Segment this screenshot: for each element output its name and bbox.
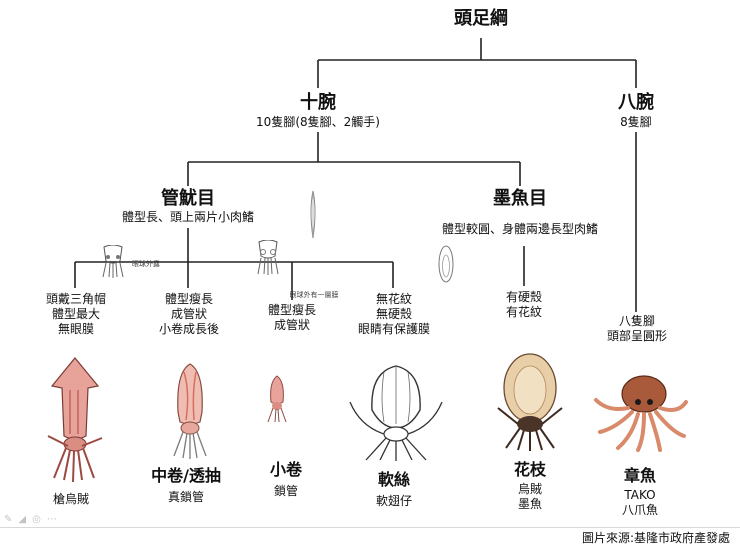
group-2-desc-line: 成管狀 xyxy=(170,307,207,321)
cuttlebone-sketch xyxy=(438,245,454,283)
group-2-desc-line: 體型瘦長 xyxy=(164,292,213,306)
group-3-desc: 體型瘦長 成管狀 xyxy=(246,303,338,333)
footer-toolbar: ✎ ◢ ◎ ⋯ xyxy=(4,514,57,525)
eraser-icon[interactable]: ◢ xyxy=(18,514,27,525)
group-4-desc-line: 眼睛有保護膜 xyxy=(357,322,430,336)
squid-head-sketch-1 xyxy=(102,245,124,278)
group-4-desc: 無花紋 無硬殼 眼睛有保護膜 xyxy=(342,292,446,337)
sepiida-desc: 體型較圓、身體兩邊長型肉鰭 xyxy=(441,222,598,236)
tool-icon[interactable]: ◎ xyxy=(32,514,41,525)
group-5-name: 花枝 xyxy=(513,460,546,479)
group-2-desc-line: 小卷成長後 xyxy=(158,322,219,336)
decapods-title: 十腕 xyxy=(300,92,336,113)
group-6-desc: 八隻腳 頭部呈圓形 xyxy=(592,314,682,344)
group-5-desc-line: 有花紋 xyxy=(505,305,542,319)
root-title: 頭足綱 xyxy=(454,8,508,29)
image-source-credit: 圖片來源:基隆市政府產發處 xyxy=(581,531,730,545)
bigfin-squid-illustration xyxy=(349,365,443,461)
group-6-desc-line: 頭部呈圓形 xyxy=(606,329,667,343)
decapods-desc: 10隻腳(8隻腳、2觸手) xyxy=(256,115,380,129)
group-1-desc: 頭戴三角帽 體型最大 無眼膜 xyxy=(28,292,124,337)
teuthida-desc: 體型長、頭上兩片小肉鰭 xyxy=(121,210,254,224)
group-4-desc-line: 無花紋 xyxy=(375,292,412,306)
group-1-desc-line: 頭戴三角帽 xyxy=(45,292,106,306)
group-3-desc-line: 成管狀 xyxy=(273,318,310,332)
group-5-desc: 有硬殼 有花紋 xyxy=(484,290,564,320)
pen-icon[interactable]: ✎ xyxy=(4,514,13,525)
group-4-desc-line: 無硬殼 xyxy=(375,307,412,321)
eye-membrane-note: 眼球外有一層膜 xyxy=(289,291,339,299)
octopods-title: 八腕 xyxy=(618,92,654,113)
group-1-sub: 槍烏賊 xyxy=(52,492,89,506)
sepiida-title: 墨魚目 xyxy=(493,188,547,209)
squid-illustration-small xyxy=(267,375,287,423)
squid-illustration-medium xyxy=(173,363,207,459)
more-icon[interactable]: ⋯ xyxy=(46,514,57,525)
group-6-name: 章魚 xyxy=(623,466,656,485)
eye-naked-note: 眼球外露 xyxy=(132,260,160,268)
group-2-name: 中卷/透抽 xyxy=(151,466,221,485)
group-1-desc-line: 體型最大 xyxy=(51,307,100,321)
group-2-sub: 真鎖管 xyxy=(167,490,204,504)
group-6-desc-line: 八隻腳 xyxy=(618,314,655,328)
octopus-illustration xyxy=(594,375,688,452)
teuthida-title: 管魷目 xyxy=(161,188,215,209)
group-3-sub: 鎖管 xyxy=(273,484,298,498)
octopods-desc: 8隻腳 xyxy=(620,115,652,129)
group-5-desc-line: 有硬殼 xyxy=(505,290,542,304)
group-1-desc-line: 無眼膜 xyxy=(57,322,94,336)
group-2-desc: 體型瘦長 成管狀 小卷成長後 xyxy=(134,292,244,337)
squid-pen-sketch xyxy=(310,190,316,239)
group-3-name: 小卷 xyxy=(269,460,302,479)
group-6-sub: TAKO 八爪魚 xyxy=(621,488,658,517)
group-5-sub: 烏賊 墨魚 xyxy=(517,482,542,511)
squid-illustration-large xyxy=(47,357,103,483)
squid-head-sketch-2 xyxy=(257,240,279,275)
cuttlefish-illustration xyxy=(497,353,563,451)
group-4-sub: 軟翅仔 xyxy=(375,494,412,508)
group-4-name: 軟絲 xyxy=(377,470,410,489)
group-3-desc-line: 體型瘦長 xyxy=(267,303,316,317)
footer-divider xyxy=(0,527,740,528)
